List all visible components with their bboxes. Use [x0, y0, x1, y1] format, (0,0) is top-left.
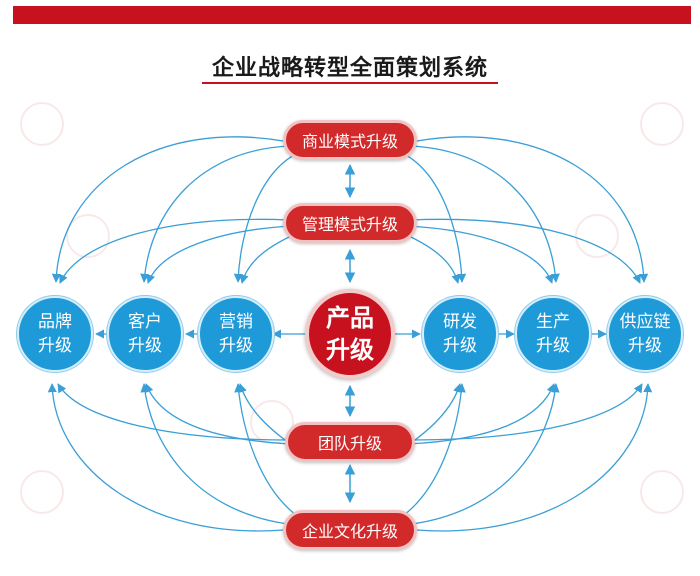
node-marketing-line1: 营销: [219, 312, 253, 332]
node-culture-label: 企业文化升级: [301, 522, 398, 541]
watermark-seal: [20, 470, 64, 514]
node-business-model-label: 商业模式升级: [301, 132, 398, 151]
title-underline: [202, 82, 498, 84]
node-supply-chain-line2: 升级: [628, 336, 662, 356]
node-customer: 客户 升级: [107, 296, 183, 372]
node-product-line1: 产品: [326, 304, 374, 332]
node-product: 产品 升级: [305, 289, 395, 379]
node-production: 生产 升级: [515, 296, 591, 372]
node-rd: 研发 升级: [422, 296, 498, 372]
node-customer-line1: 客户: [128, 312, 162, 332]
node-management-model: 管理模式升级: [283, 203, 417, 243]
watermark-seal: [640, 102, 684, 146]
node-customer-line2: 升级: [128, 336, 162, 356]
node-management-model-label: 管理模式升级: [301, 215, 398, 234]
watermark-seal: [66, 214, 110, 258]
node-team-label: 团队升级: [317, 434, 382, 453]
node-business-model: 商业模式升级: [283, 120, 417, 160]
node-brand-line2: 升级: [38, 336, 72, 356]
node-supply-chain-line1: 供应链: [619, 312, 671, 332]
node-brand: 品牌 升级: [17, 296, 93, 372]
node-culture: 企业文化升级: [283, 510, 417, 550]
node-supply-chain: 供应链 升级: [607, 296, 683, 372]
node-rd-line2: 升级: [443, 336, 477, 356]
node-production-line2: 升级: [536, 336, 570, 356]
node-rd-line1: 研发: [443, 312, 477, 332]
node-brand-line1: 品牌: [38, 312, 72, 332]
watermark-seal: [640, 470, 684, 514]
node-marketing: 营销 升级: [198, 296, 274, 372]
watermark-seal: [20, 102, 64, 146]
node-production-line1: 生产: [536, 312, 570, 332]
watermark-seal: [575, 214, 619, 258]
node-team: 团队升级: [285, 422, 415, 462]
page-title: 企业战略转型全面策划系统: [211, 56, 488, 81]
node-marketing-line2: 升级: [219, 336, 253, 356]
node-product-line2: 升级: [326, 336, 374, 364]
top-banner-bar: [13, 6, 691, 24]
